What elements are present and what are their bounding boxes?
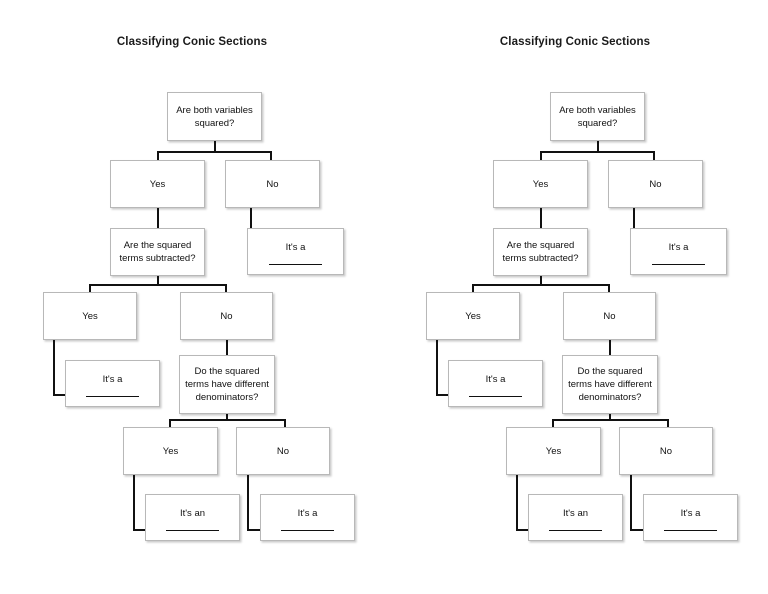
connector-q2no-to-q3 — [226, 340, 229, 356]
connector-q1-to-no — [270, 151, 273, 161]
node-label: No — [266, 178, 279, 190]
node-question-different-denominators[interactable]: Do the squared terms have different deno… — [179, 355, 275, 414]
node-label: No — [659, 445, 673, 457]
flowchart-copy-right: Classifying Conic Sections Are both vari… — [383, 0, 767, 594]
flowchart-copy-left: Classifying Conic Sections Are both vari… — [43, 36, 355, 541]
connector-q2-to-yes — [472, 284, 475, 293]
connector-q3-split — [169, 419, 286, 422]
connector-q3-to-yes — [169, 419, 172, 428]
connector-q2-split — [89, 284, 227, 287]
fill-in-blank — [268, 256, 323, 265]
fill-in-blank — [651, 256, 706, 265]
connector-q2-to-no — [225, 284, 228, 293]
node-answer-q3-no[interactable]: No — [236, 427, 330, 475]
node-result-1[interactable]: It's a — [247, 228, 344, 275]
node-result-1[interactable]: It's a — [630, 228, 727, 275]
connector-q3-split — [552, 419, 669, 422]
connector-q3-to-yes — [552, 419, 555, 428]
connector-q3no-to-result4 — [630, 475, 648, 531]
node-label: Yes — [82, 310, 98, 322]
node-label: Yes — [532, 178, 549, 190]
node-label: It's a — [297, 507, 318, 519]
node-answer-q2-no[interactable]: No — [180, 292, 273, 340]
connector-q1-stem — [213, 141, 216, 153]
fill-in-blank — [469, 388, 522, 397]
node-label: No — [603, 310, 616, 322]
node-label: Yes — [545, 445, 562, 457]
node-label: It's a — [668, 241, 689, 253]
node-question-squared-terms-subtracted[interactable]: Are the squared terms subtracted? — [110, 228, 205, 276]
connector-q3-to-no — [667, 419, 670, 428]
fill-in-blank — [549, 522, 602, 531]
connector-q2-stem — [156, 276, 159, 286]
node-label: Are both variables squared? — [559, 104, 636, 129]
node-label: Yes — [162, 445, 179, 457]
connector-q1-to-yes — [157, 151, 160, 161]
node-answer-q1-yes[interactable]: Yes — [110, 160, 205, 208]
connector-q1-to-yes — [540, 151, 543, 161]
connector-q2yes-to-result2 — [436, 340, 454, 396]
node-label: No — [220, 310, 233, 322]
node-label: Are both variables squared? — [176, 104, 253, 129]
node-label: Are the squared terms subtracted? — [119, 240, 196, 264]
node-label: It's a — [680, 507, 701, 519]
connector-q1-split — [157, 151, 272, 154]
node-answer-q2-no[interactable]: No — [563, 292, 656, 340]
node-answer-q3-no[interactable]: No — [619, 427, 713, 475]
node-answer-q3-yes[interactable]: Yes — [123, 427, 218, 475]
node-label: No — [276, 445, 290, 457]
node-question-both-variables-squared[interactable]: Are both variables squared? — [167, 92, 262, 141]
node-label: Do the squared terms have different deno… — [568, 366, 652, 403]
node-label: It's a — [285, 241, 306, 253]
node-result-2[interactable]: It's a — [448, 360, 543, 407]
connector-q3yes-to-result3 — [133, 475, 151, 531]
node-answer-q2-yes[interactable]: Yes — [426, 292, 520, 340]
connector-q2-stem — [539, 276, 542, 286]
connector-q3-stem — [609, 414, 612, 421]
connector-q2yes-to-result2 — [53, 340, 71, 396]
connector-q1-stem — [596, 141, 599, 153]
connector-q2-split — [472, 284, 610, 287]
connector-q3-to-no — [284, 419, 287, 428]
node-answer-q2-yes[interactable]: Yes — [43, 292, 137, 340]
node-question-both-variables-squared[interactable]: Are both variables squared? — [550, 92, 645, 141]
node-label: It's an — [562, 507, 589, 519]
node-answer-q1-no[interactable]: No — [608, 160, 703, 208]
fill-in-blank — [86, 388, 139, 397]
page-title-left: Classifying Conic Sections — [116, 36, 268, 48]
connector-q1yes-to-q2 — [539, 208, 542, 228]
node-question-squared-terms-subtracted[interactable]: Are the squared terms subtracted? — [493, 228, 588, 276]
node-question-different-denominators[interactable]: Do the squared terms have different deno… — [562, 355, 658, 414]
node-result-3[interactable]: It's an — [145, 494, 240, 541]
node-result-3[interactable]: It's an — [528, 494, 623, 541]
connector-q2-to-no — [608, 284, 611, 293]
node-result-4[interactable]: It's a — [260, 494, 355, 541]
connector-q3no-to-result4 — [247, 475, 265, 531]
connector-q1yes-to-q2 — [156, 208, 159, 228]
page-title-right: Classifying Conic Sections — [499, 36, 651, 48]
connector-q2-to-yes — [89, 284, 92, 293]
connector-q3yes-to-result3 — [516, 475, 534, 531]
node-answer-q3-yes[interactable]: Yes — [506, 427, 601, 475]
node-label: It's a — [102, 373, 123, 385]
connector-q1-split — [540, 151, 655, 154]
node-answer-q1-yes[interactable]: Yes — [493, 160, 588, 208]
node-answer-q1-no[interactable]: No — [225, 160, 320, 208]
node-label: No — [649, 178, 662, 190]
fill-in-blank — [664, 522, 717, 531]
node-result-2[interactable]: It's a — [65, 360, 160, 407]
fill-in-blank — [166, 522, 219, 531]
node-label: It's a — [485, 373, 506, 385]
node-label: Yes — [149, 178, 166, 190]
connector-q1-to-no — [653, 151, 656, 161]
node-label: Do the squared terms have different deno… — [185, 366, 269, 403]
node-label: Yes — [465, 310, 481, 322]
node-label: It's an — [179, 507, 206, 519]
node-result-4[interactable]: It's a — [643, 494, 738, 541]
connector-q2no-to-q3 — [609, 340, 612, 356]
node-label: Are the squared terms subtracted? — [502, 240, 579, 264]
connector-q3-stem — [226, 414, 229, 421]
fill-in-blank — [281, 522, 334, 531]
